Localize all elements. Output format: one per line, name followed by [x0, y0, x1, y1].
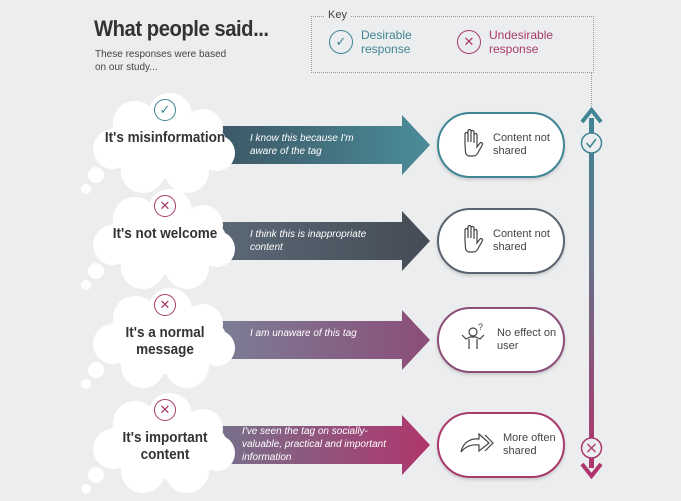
reason-text: I've seen the tag on socially-valuable, … [242, 426, 386, 463]
hand-stop-icon [459, 128, 485, 163]
svg-text:?: ? [478, 323, 483, 332]
key-label: Key [324, 9, 351, 21]
flow-arrow [222, 115, 430, 175]
outcome-text: Content not shared [493, 228, 550, 253]
outcome-text: Content not shared [493, 132, 550, 157]
cross-icon: ✕ [457, 30, 481, 54]
key-desirable-label: Desirable response [361, 28, 412, 56]
outcome-pill: Content not shared [437, 208, 565, 274]
reason-text: I am unaware of this tag [250, 328, 357, 339]
key-box: ✓ Desirable response ✕ Undesirable respo… [311, 16, 594, 73]
page-title: What people said... [94, 16, 269, 41]
key-undesirable: ✕ Undesirable response [457, 28, 569, 56]
outcome-text: No effect on user [497, 327, 557, 352]
thought-cloud [81, 189, 235, 290]
key-connector-line [591, 72, 592, 108]
cross-icon: ✕ [154, 195, 176, 217]
outcome-pill: Content not shared [437, 112, 565, 178]
key-undesirable-label: Undesirable response [489, 28, 554, 56]
cross-icon: ✕ [154, 294, 176, 316]
outcome-pill: More often shared [437, 412, 565, 478]
thought-cloud [81, 93, 235, 194]
thought-text: It's important content [122, 429, 208, 463]
page-subtitle: These responses were based on our study.… [95, 49, 227, 73]
confused-person-icon: ? [459, 322, 489, 358]
key-border-top [311, 16, 592, 17]
outcome-pill: ? No effect on user [437, 307, 565, 373]
reason-text: I know this because I'm aware of the tag [250, 133, 354, 157]
thought-text: It's a normal message [125, 324, 205, 358]
share-arrow-icon [459, 430, 495, 461]
flow-arrow [222, 415, 430, 475]
hand-stop-icon [459, 224, 485, 259]
key-desirable: ✓ Desirable response [329, 28, 431, 56]
flow-arrow [222, 211, 430, 271]
check-icon: ✓ [154, 99, 176, 121]
check-icon: ✓ [329, 30, 353, 54]
vertical-scale-arrow [580, 106, 603, 480]
outcome-text: More often shared [503, 432, 556, 457]
flow-arrow [222, 310, 430, 370]
reason-text: I think this is inappropriate content [250, 229, 367, 253]
thought-text: It's not welcome [112, 225, 218, 242]
thought-text: It's misinformation [104, 129, 226, 146]
cross-icon: ✕ [154, 399, 176, 421]
scale-check-icon [580, 132, 603, 154]
